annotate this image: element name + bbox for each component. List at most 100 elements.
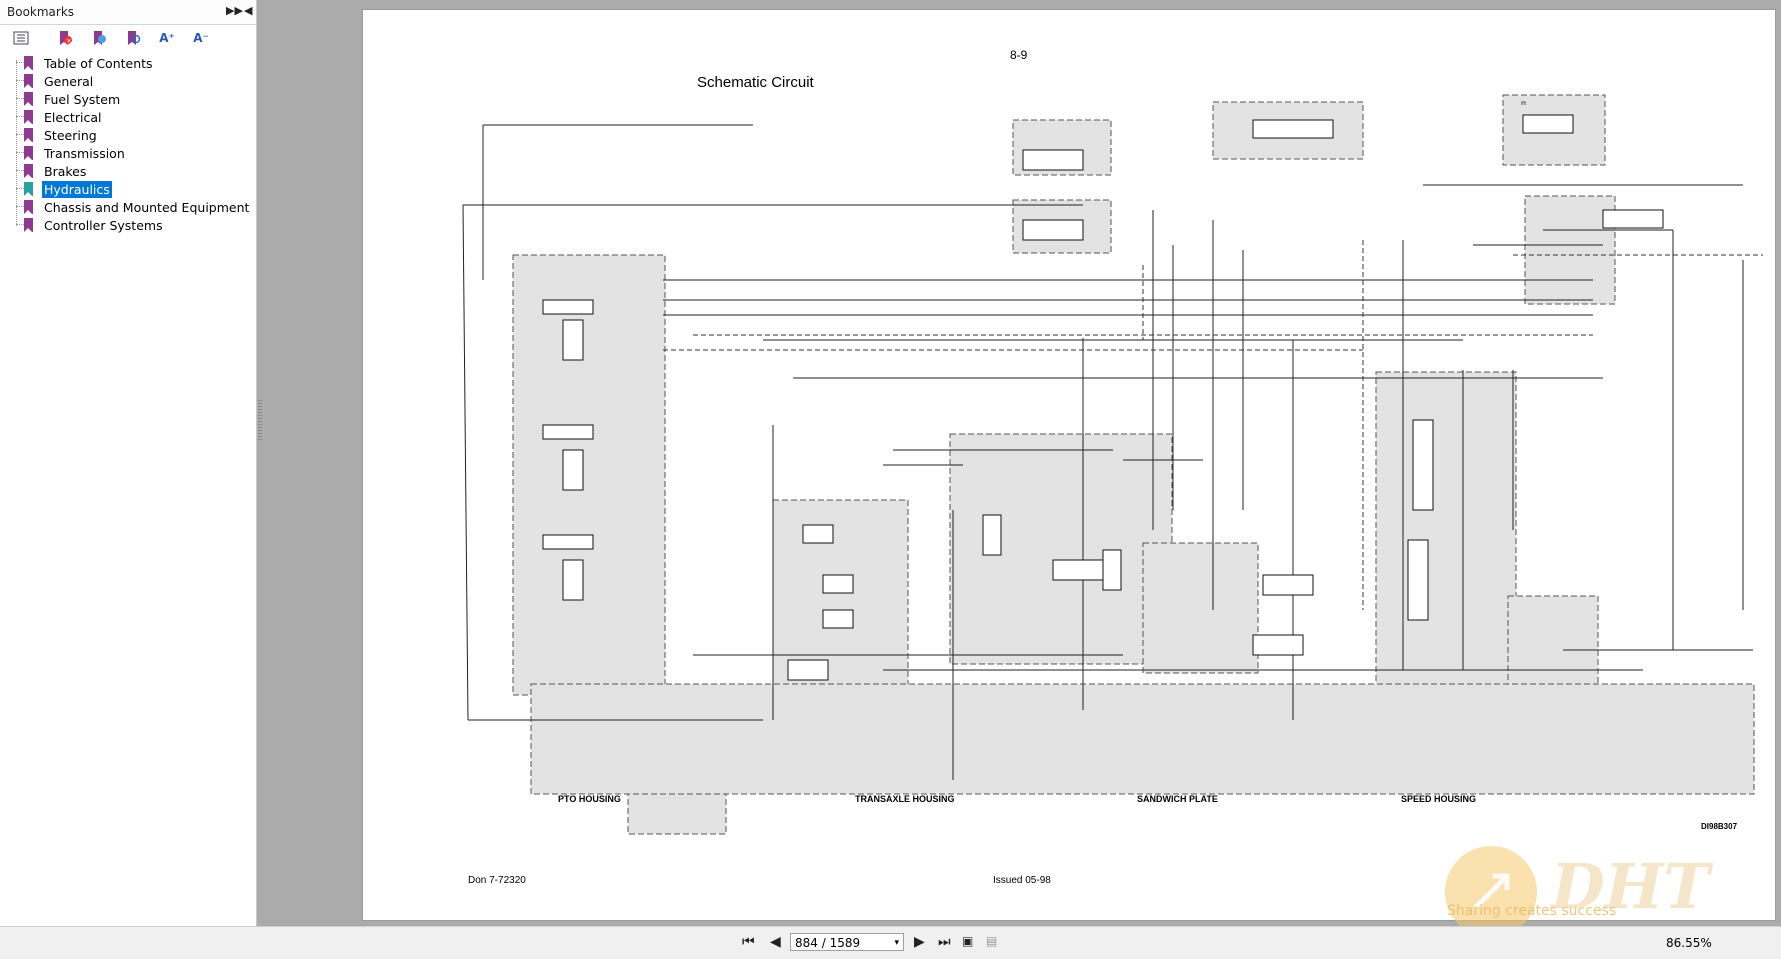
valve-symbol — [1407, 539, 1429, 621]
valve-symbol — [802, 524, 834, 544]
bookmark-icon — [24, 200, 33, 214]
bookmarks-panel: Bookmarks ▶▶ ◀ × A⁺ A⁻ Table of Contents… — [0, 0, 262, 926]
first-page-icon[interactable]: ⏮ — [742, 934, 755, 950]
bookmark-item[interactable]: Hydraulics — [24, 180, 112, 198]
bookmark-label: Transmission — [44, 145, 125, 161]
bookmark-icon — [24, 56, 33, 70]
tree-connector — [16, 152, 24, 153]
valve-symbol — [562, 319, 584, 361]
valve-symbol — [982, 514, 1002, 556]
watermark-logo-text: DHT — [1551, 850, 1710, 923]
bookmark-label: Hydraulics — [42, 180, 112, 198]
valve-symbol — [562, 449, 584, 491]
bookmark-label: Steering — [44, 127, 97, 143]
valve-symbol — [1022, 219, 1084, 241]
bookmark-item[interactable]: Steering — [24, 126, 99, 144]
valve-symbol — [1102, 549, 1122, 591]
bookmark-icon — [24, 74, 33, 88]
hydraulic-line — [462, 204, 469, 721]
pdf-page: 8-9 Schematic Circuit Don 7-72320 Issued… — [362, 9, 1776, 938]
next-page-icon[interactable]: ▶ — [914, 934, 925, 950]
bookmark-icon — [24, 164, 33, 178]
housing-label-speed: SPEED HOUSING — [1401, 794, 1477, 804]
panel-splitter[interactable] — [258, 400, 262, 440]
page-title: Schematic Circuit — [697, 74, 814, 91]
bookmark-item[interactable]: General — [24, 72, 95, 90]
new-bookmark-icon[interactable] — [90, 29, 108, 47]
bookmark-label: Chassis and Mounted Equipment — [44, 199, 250, 215]
bookmark-options-icon[interactable] — [12, 29, 30, 47]
find-bookmark-icon[interactable] — [124, 29, 142, 47]
tree-connector — [16, 224, 24, 225]
watermark-logo-icon — [1445, 846, 1537, 938]
previous-page-icon[interactable]: ◀ — [770, 934, 781, 950]
bookmark-label: Controller Systems — [44, 217, 163, 233]
housing-shading — [1521, 101, 1526, 106]
expand-panel-icon[interactable]: ▶▶ — [226, 4, 243, 17]
page-number-field[interactable]: 884 / 1589 ▾ — [790, 933, 904, 951]
housing-shading — [1375, 371, 1517, 689]
tree-connector — [16, 80, 24, 81]
tree-connector — [16, 62, 24, 63]
bookmark-item[interactable]: Fuel System — [24, 90, 122, 108]
bookmark-icon — [24, 110, 33, 124]
valve-symbol — [542, 424, 594, 440]
navigation-toolbar: ⏮ ◀ 884 / 1589 ▾ ▶ ⏭ ▣ ▤ 86.55% — [0, 926, 1781, 959]
continuous-view-icon[interactable]: ▤ — [986, 934, 998, 948]
chevron-down-icon[interactable]: ▾ — [894, 938, 899, 948]
bookmark-label: Fuel System — [44, 91, 121, 107]
hydraulic-schematic — [462, 94, 1763, 835]
bookmark-label: Electrical — [44, 109, 102, 125]
single-page-view-icon[interactable]: ▣ — [962, 934, 974, 948]
tree-connector — [16, 98, 24, 99]
watermark: DHT Sharing creates success — [1433, 846, 1773, 938]
figure-id: DI98B307 — [1701, 822, 1738, 831]
page-number: 8-9 — [1010, 48, 1028, 62]
tree-connector — [16, 170, 24, 171]
bookmark-label: General — [44, 73, 94, 89]
valve-symbol — [1052, 559, 1104, 581]
watermark-tagline: Sharing creates success — [1447, 903, 1617, 919]
valve-symbol — [1262, 574, 1314, 596]
bookmark-item[interactable]: Chassis and Mounted Equipment — [24, 198, 251, 216]
housing-label-transaxle: TRANSAXLE HOUSING — [855, 794, 955, 804]
valve-symbol — [822, 609, 854, 629]
bookmarks-toolbar: × A⁺ A⁻ — [0, 25, 256, 51]
valve-symbol — [1252, 634, 1304, 656]
page-number-value: 884 / 1589 — [795, 936, 861, 950]
bookmark-icon — [24, 128, 33, 142]
bookmark-icon — [24, 218, 33, 232]
last-page-icon[interactable]: ⏭ — [938, 934, 951, 950]
bookmarks-header: Bookmarks ▶▶ ◀ — [0, 0, 256, 25]
housing-shading — [1524, 195, 1616, 305]
housing-shading — [1142, 542, 1259, 674]
valve-symbol — [822, 574, 854, 594]
bookmark-icon — [24, 182, 33, 196]
delete-bookmark-icon[interactable]: × — [56, 29, 74, 47]
valve-symbol — [787, 659, 829, 681]
bookmark-item[interactable]: Table of Contents — [24, 54, 155, 72]
bookmark-icon — [24, 92, 33, 106]
valve-symbol — [1252, 119, 1334, 139]
decrease-text-size-icon[interactable]: A⁻ — [193, 31, 209, 45]
housing-label-pto: PTO HOUSING — [558, 794, 621, 804]
footer-center: Issued 05-98 — [993, 875, 1051, 886]
tree-connector — [16, 206, 24, 207]
collapse-panel-icon[interactable]: ◀ — [244, 4, 253, 17]
zoom-level[interactable]: 86.55% — [1666, 936, 1712, 950]
housing-shading — [530, 683, 1755, 795]
housing-label-sandwich: SANDWICH PLATE — [1137, 794, 1218, 804]
tree-connector — [16, 134, 24, 135]
bookmark-item[interactable]: Transmission — [24, 144, 127, 162]
tree-connector — [16, 188, 24, 189]
panel-title: Bookmarks — [7, 5, 75, 19]
bookmark-item[interactable]: Controller Systems — [24, 216, 165, 234]
bookmark-item[interactable]: Brakes — [24, 162, 88, 180]
increase-text-size-icon[interactable]: A⁺ — [159, 31, 175, 45]
valve-symbol — [542, 299, 594, 315]
bookmark-item[interactable]: Electrical — [24, 108, 103, 126]
tree-connector — [16, 116, 24, 117]
housing-shading — [512, 254, 666, 696]
tree-guide — [16, 60, 17, 226]
valve-symbol — [1412, 419, 1434, 511]
